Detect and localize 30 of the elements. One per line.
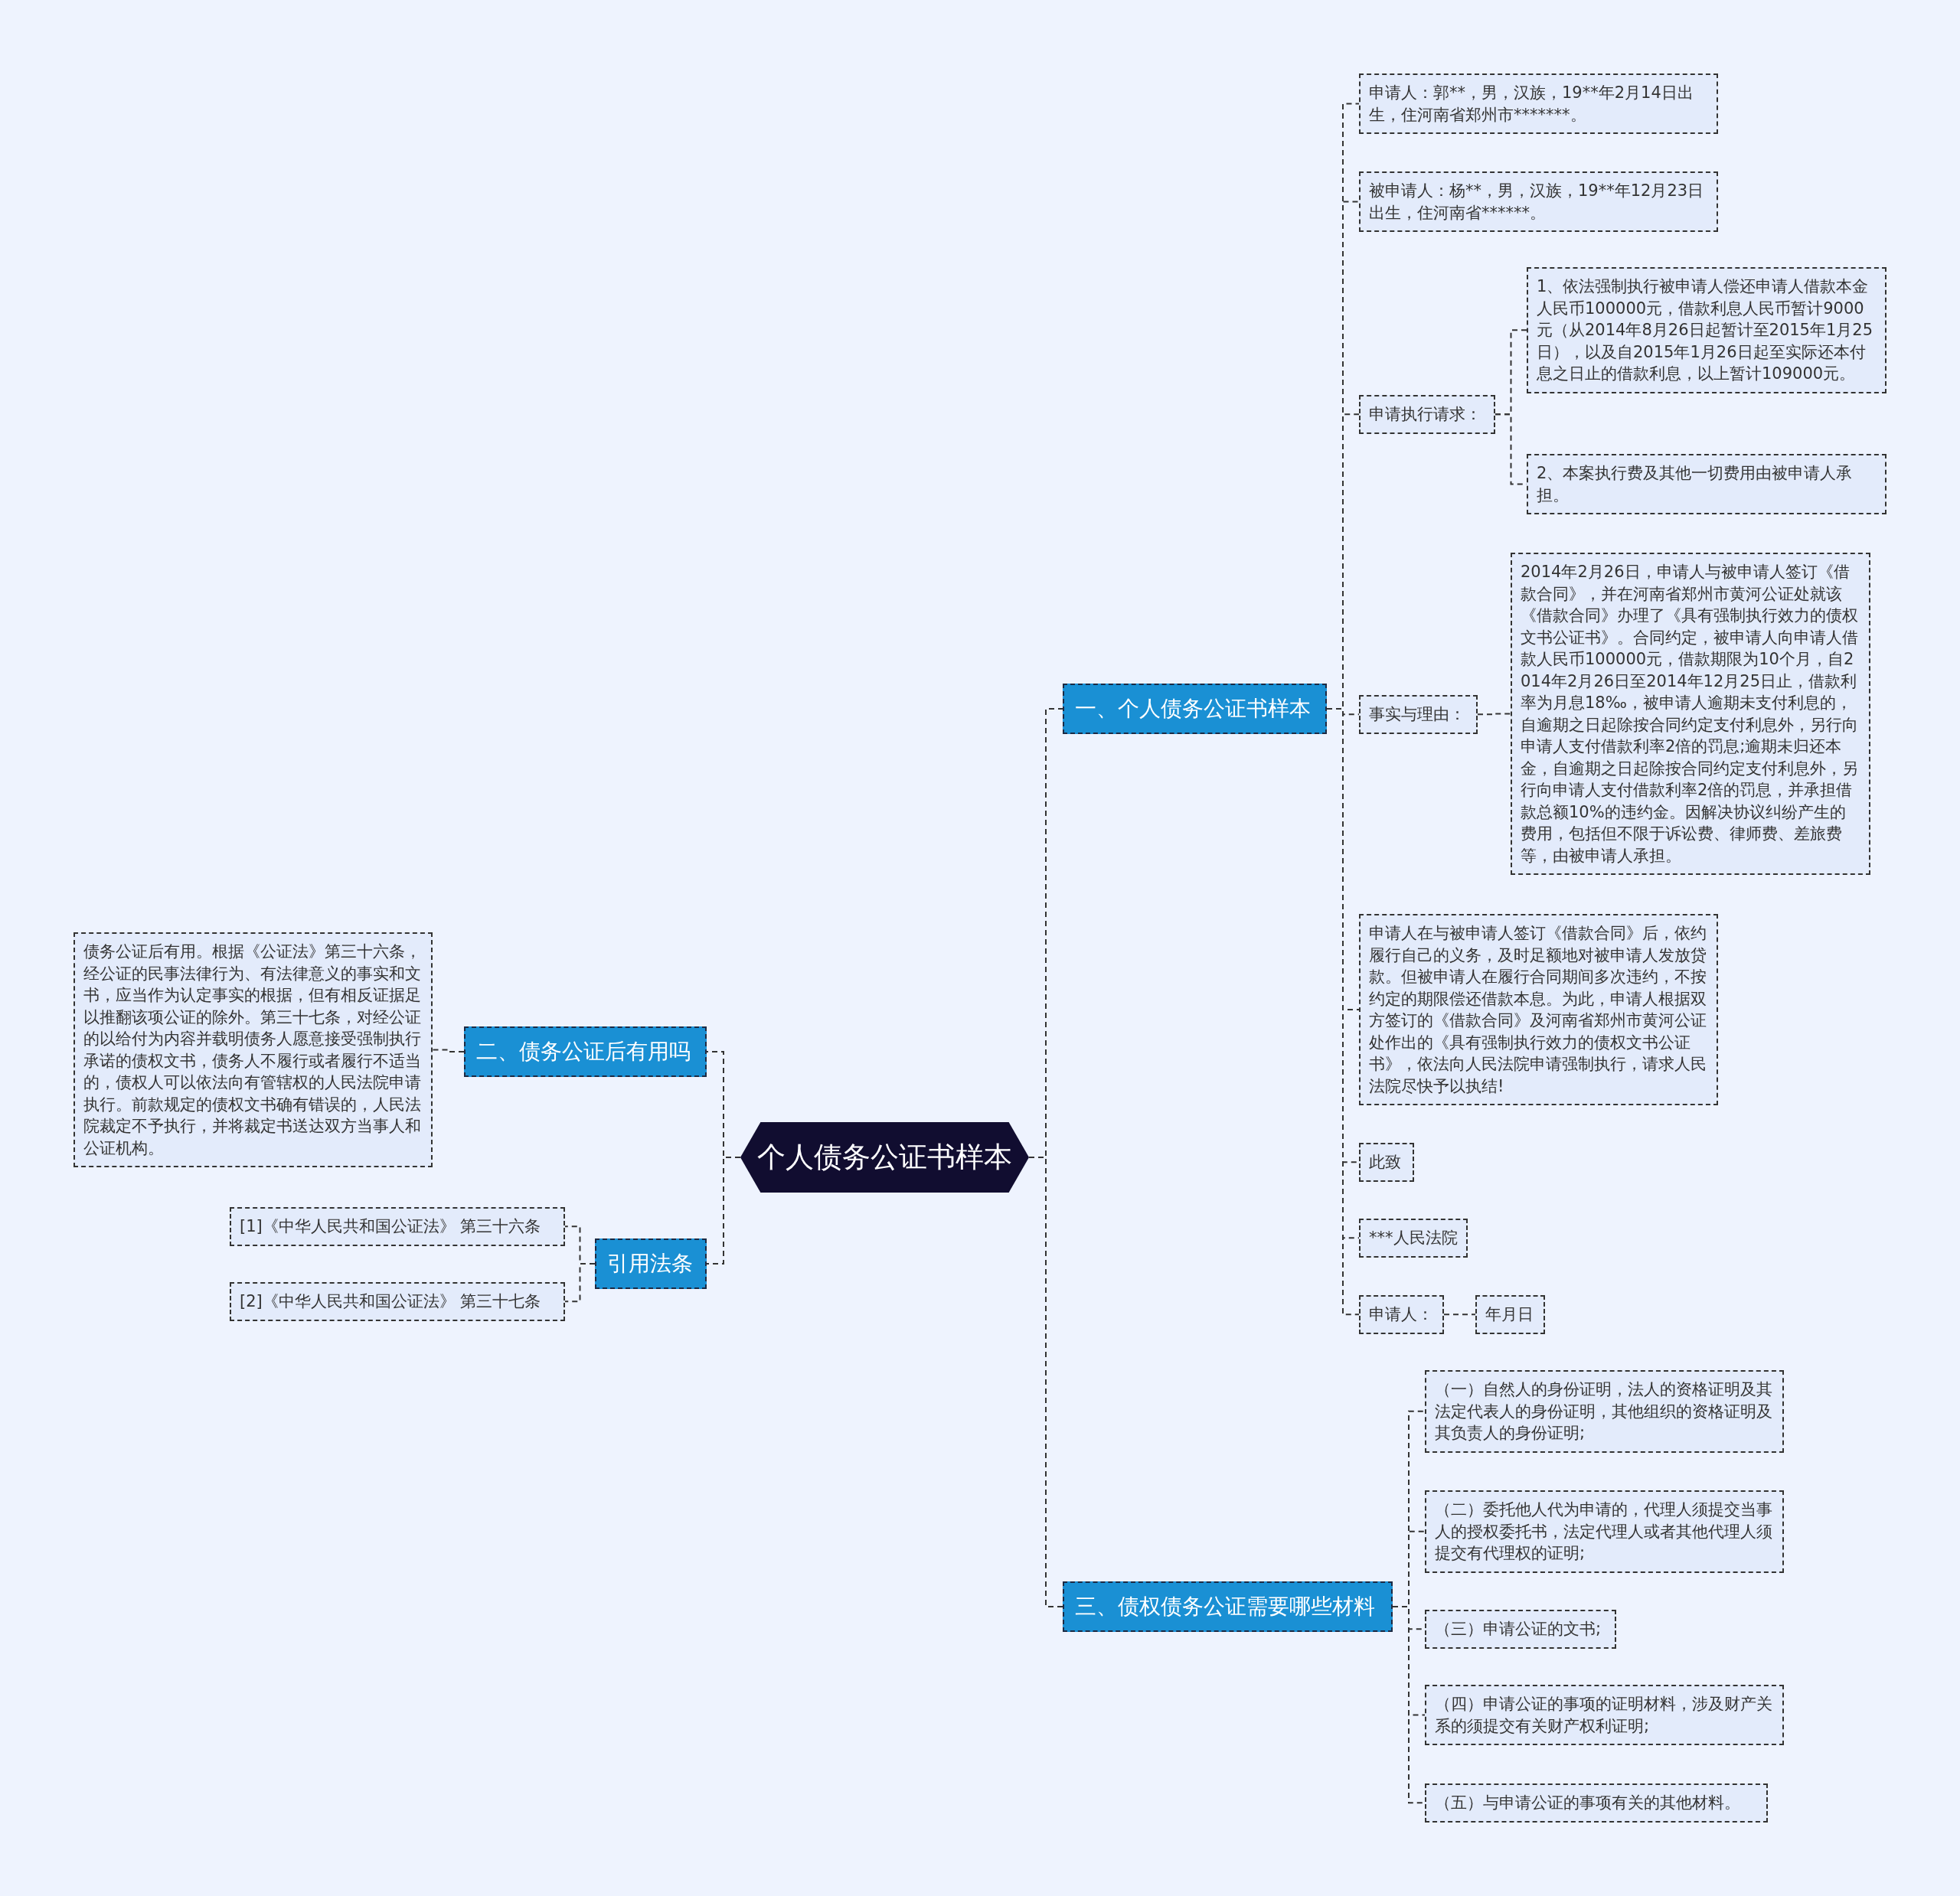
text-box: ***人民法院 [1359,1219,1468,1258]
text-box: 年月日 [1475,1295,1545,1334]
text-box: 事实与理由： [1359,695,1478,734]
connector-line [706,1157,741,1265]
text-box: （三）申请公证的文书; [1425,1610,1616,1649]
connector-line [1443,1313,1476,1316]
topic-box: 二、债务公证后有用吗 [464,1026,707,1077]
text-box: 被申请人：杨**，男，汉族，19**年12月23日出生，住河南省******。 [1359,171,1718,232]
text-box: （一）自然人的身份证明，法人的资格证明及其法定代表人的身份证明，其他组织的资格证明及其负责人的身份证明; [1425,1370,1784,1453]
text-box: 2014年2月26日，申请人与被申请人签订《借款合同》，并在河南省郑州市黄河公证处就该《借款合同》办理了《具有强制执行效力的债权文书公证书》。合同约定，被申请人向申请人借款人民币100000元，借款期限为10个月，自2014年2月26日至2014年12月25日止，借款利率为月息18‰，被申请人逾期未支付利息的，自逾期之日起除按合同约定支付利息外，另行向申请人支付借款利率2倍的罚息;逾期未归还本金，自逾期之日起除按合同约定支付利息外，另行向申请人支付借款利率2倍的罚息，并承担借款总额10%的违约金。因解决协议纠纷产生的费用，包括但不限于诉讼费、律师费、差旅费等，由被申请人承担。 [1511,553,1870,875]
text-box: 申请人：郭**，男，汉族，19**年2月14日出生，住河南省郑州市*******。 [1359,73,1718,134]
connector-line [432,1049,465,1052]
topic-box: 引用法条 [595,1238,707,1289]
text-box: 2、本案执行费及其他一切费用由被申请人承担。 [1527,454,1886,514]
connector-line [1477,713,1511,716]
text-box: 申请人： [1359,1295,1444,1334]
text-box: （二）委托他人代为申请的，代理人须提交当事人的授权委托书，法定代理人或者其他代理人须提交有代理权的证明; [1425,1490,1784,1573]
topic-box: 一、个人债务公证书样本 [1063,684,1327,734]
text-box: （四）申请公证的事项的证明材料，涉及财产关系的须提交有关财产权利证明; [1425,1685,1784,1745]
text-box: 申请执行请求： [1359,395,1495,434]
text-box: 债务公证后有用。根据《公证法》第三十六条，经公证的民事法律行为、有法律意义的事实和文书，应当作为认定事实的根据，但有相反证据足以推翻该项公证的除外。第三十七条，对经公证的以给付为内容并载明债务人愿意接受强制执行承诺的债权文书，债务人不履行或者履行不适当的，债权人可以依法向有管辖权的人民法院申请执行。前款规定的债权文书确有错误的，人民法院裁定不予执行，并将裁定书送达双方当事人和公证机构。 [74,932,433,1167]
topic-box: 三、债权债务公证需要哪些材料 [1063,1581,1393,1632]
text-box: 此致 [1359,1143,1414,1182]
text-box: 1、依法强制执行被申请人偿还申请人借款本金人民币100000元，借款利息人民币暂计9000元（从2014年8月26日起暂计至2015年1月25日），以及自2015年1月26日起至实际还本付息之日止的借款利息，以上暂计109000元。 [1527,267,1886,393]
text-box: [2]《中华人民共和国公证法》 第三十七条 [230,1282,565,1321]
connector-line [564,1263,596,1303]
text-box: [1]《中华人民共和国公证法》 第三十六条 [230,1207,565,1246]
central-topic: 个人债务公证书样本 [740,1122,1029,1193]
text-box: 申请人在与被申请人签订《借款合同》后，依约履行自己的义务，及时足额地对被申请人发放贷款。但被申请人在履行合同期间多次违约，不按约定的期限偿还借款本息。为此，申请人根据双方签订的《借款合同》及河南省郑州市黄河公证处作出的《具有强制执行效力的债权文书公证书》，依法向人民法院申请强制执行，请求人民法院尽快予以执结! [1359,914,1718,1105]
text-box: （五）与申请公证的事项有关的其他材料。 [1425,1783,1768,1823]
